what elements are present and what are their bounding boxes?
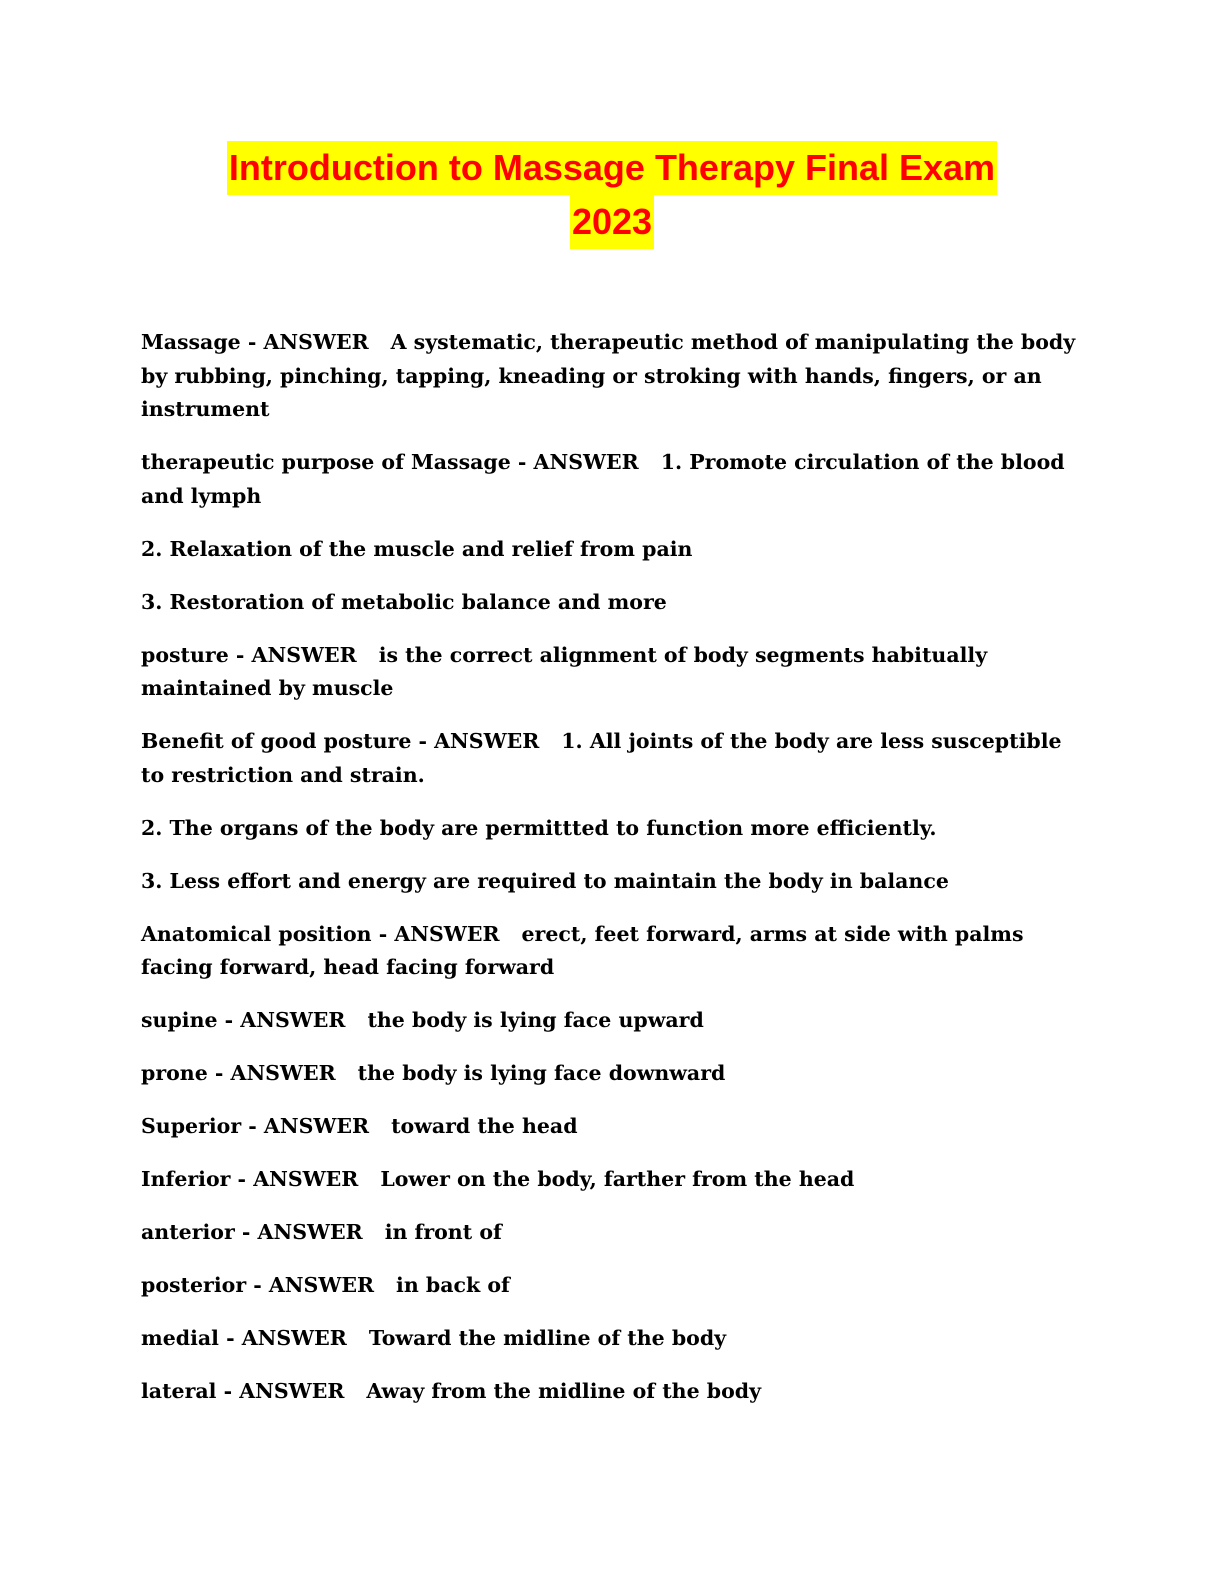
entry-definition: toward the head <box>391 1114 578 1138</box>
entry-definition: 3. Less effort and energy are required t… <box>141 868 949 893</box>
entry-definition: 3. Restoration of metabolic balance and … <box>141 589 667 614</box>
entry-definition: Lower on the body, farther from the head <box>380 1167 855 1191</box>
entry-definition: A systematic, therapeutic method of mani… <box>141 330 1076 421</box>
entry-term: medial - ANSWER <box>141 1326 347 1350</box>
entry-term: Anatomical position - ANSWER <box>141 921 500 946</box>
qa-entry: 2. Relaxation of the muscle and relief f… <box>141 533 1076 567</box>
entry-term: lateral - ANSWER <box>141 1379 345 1403</box>
entry-term: posture - ANSWER <box>141 642 357 667</box>
entry-definition: is the correct alignment of body segment… <box>141 642 988 701</box>
entry-definition: 2. Relaxation of the muscle and relief f… <box>141 536 693 561</box>
qa-entry: posterior - ANSWER in back of <box>141 1269 1076 1303</box>
entry-definition: Away from the midline of the body <box>366 1379 762 1403</box>
qa-entry: Superior - ANSWER toward the head <box>141 1110 1076 1144</box>
entry-definition: in back of <box>396 1273 510 1297</box>
entry-definition: Toward the midline of the body <box>368 1326 727 1350</box>
entry-definition: 1. Promote circulation of the blood and … <box>141 450 1065 508</box>
title-line-2: 2023 <box>569 195 655 249</box>
entry-term: supine - ANSWER <box>141 1008 346 1032</box>
qa-entry: supine - ANSWER the body is lying face up… <box>141 1004 1076 1038</box>
entry-definition: erect, feet forward, arms at side with p… <box>141 921 1024 980</box>
entry-definition: the body is lying face downward <box>357 1061 726 1085</box>
qa-entry: Inferior - ANSWER Lower on the body, fart… <box>141 1163 1076 1197</box>
entry-term: Superior - ANSWER <box>141 1114 370 1138</box>
entry-definition: 1. All joints of the body are less susce… <box>141 729 1062 787</box>
entry-term: Massage - ANSWER <box>141 330 369 354</box>
qa-entry: lateral - ANSWER Away from the midline of… <box>141 1375 1076 1409</box>
title-line-1: Introduction to Massage Therapy Final Ex… <box>226 141 998 195</box>
entry-definition: in front of <box>384 1220 502 1244</box>
entry-term: prone - ANSWER <box>141 1061 336 1085</box>
qa-entry: anterior - ANSWER in front of <box>141 1216 1076 1250</box>
entry-term: anterior - ANSWER <box>141 1220 363 1244</box>
qa-entry: 3. Restoration of metabolic balance and … <box>141 586 1076 620</box>
entry-term: Benefit of good posture - ANSWER <box>141 729 540 753</box>
document-title: Introduction to Massage Therapy Final Ex… <box>0 141 1224 249</box>
qa-entry: medial - ANSWER Toward the midline of the… <box>141 1322 1076 1356</box>
entry-term: Inferior - ANSWER <box>141 1167 359 1191</box>
qa-entry: 3. Less effort and energy are required t… <box>141 865 1076 899</box>
entry-term: therapeutic purpose of Massage - ANSWER <box>141 450 639 474</box>
entry-definition: 2. The organs of the body are permittted… <box>141 815 937 840</box>
entry-definition: the body is lying face upward <box>367 1008 704 1032</box>
qa-entry: 2. The organs of the body are permittted… <box>141 812 1076 846</box>
entry-term: posterior - ANSWER <box>141 1273 375 1297</box>
qa-entry: prone - ANSWER the body is lying face dow… <box>141 1057 1076 1091</box>
